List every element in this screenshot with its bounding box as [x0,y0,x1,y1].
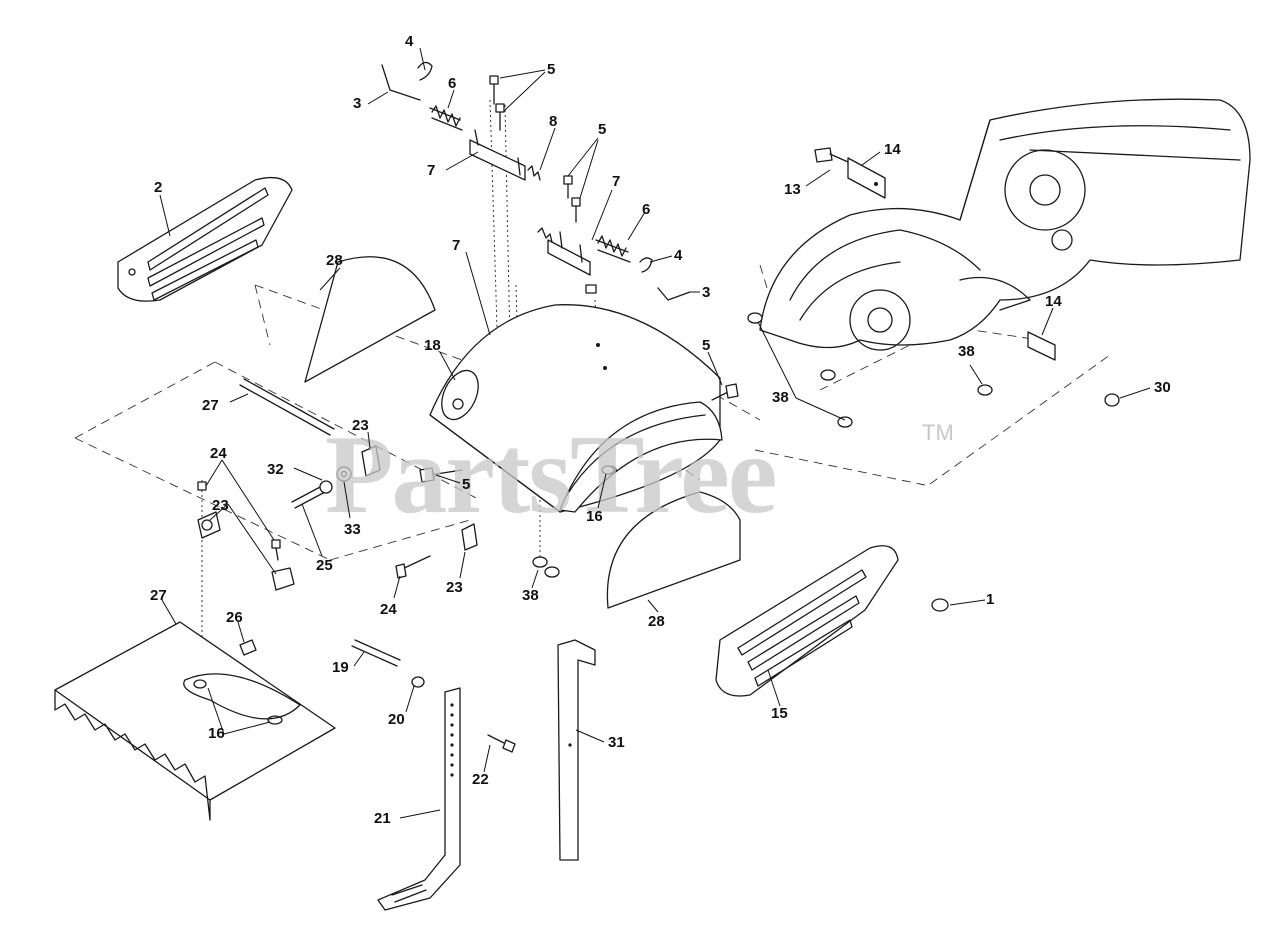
callout-38: 38 [522,587,539,604]
part-6-spring-upper [429,105,463,131]
part-21-depth-bar [377,687,461,911]
callout-15: 15 [771,705,788,722]
part-8-spring-lower [537,227,553,243]
callout-32: 32 [267,461,284,478]
watermark-text: PartsTree [325,413,776,537]
callout-29: 28 [326,252,343,269]
part-23-bracket-2 [197,511,221,539]
part-4-clip-lower [639,257,653,273]
callout-1: 1 [986,591,994,608]
part-15-step-plate [715,545,899,697]
tiller-transmission-housing [759,98,1251,351]
callout-24: 24 [380,601,397,618]
part-18-cap [452,398,464,410]
callout-8: 8 [549,113,557,130]
callout-7: 7 [612,173,620,190]
callout-21: 21 [374,810,391,827]
callout-33: 33 [344,521,361,538]
part-29-side-shield-left [304,256,436,383]
part-3-rod-upper [381,64,421,101]
callout-14: 14 [884,141,901,158]
part-7-bracket-upper [469,129,526,181]
part-28-rod [239,378,335,436]
callout-9: 7 [452,237,460,254]
callout-26: 26 [226,609,243,626]
part-22-bolt [487,734,516,753]
callout-18: 18 [424,337,441,354]
callout-7: 7 [427,162,435,179]
callout-labels: 4 3 5 6 8 5 7 2 7 6 4 3 7 28 5 18 27 23 … [150,33,1171,827]
part-16-bushing [601,465,615,475]
part-38-nuts [532,312,993,578]
part-14-bracket-lower [1027,331,1056,361]
callout-4: 4 [674,247,683,264]
callout-16: 16 [586,508,603,525]
part-24-bolt-1 [197,481,207,491]
part-27-drag-shield [54,621,336,821]
part-5-bolts [419,75,739,483]
part-4-clip-upper [417,61,433,81]
watermark: PartsTree TM [325,413,954,537]
part-24-bolt-3 [395,555,431,579]
part-32-nut [319,480,333,494]
callout-19: 19 [332,659,349,676]
callout-27: 27 [150,587,167,604]
callout-31: 31 [608,734,625,751]
part-25-pin [291,485,326,509]
callout-5: 5 [702,337,710,354]
watermark-trademark: TM [922,420,954,445]
callout-22: 22 [472,771,489,788]
callout-23: 23 [212,497,229,514]
part-20-nut [411,676,425,688]
callout-5: 5 [547,61,555,78]
part-31-bar [557,639,596,861]
part-8-spring-upper [527,165,541,181]
part-19-pin [351,639,401,667]
part-13-bolt [814,147,849,163]
callout-4: 4 [405,33,414,50]
part-26-pin [239,639,257,656]
callout-30: 30 [1154,379,1171,396]
part-33-washer [336,466,352,482]
part-14-bracket-upper [847,157,886,199]
part-7-bracket-lower [547,231,591,276]
part-23-bracket-3 [461,523,478,551]
part-23-bracket-4 [271,567,295,591]
callout-6: 6 [642,201,650,218]
callout-25: 25 [316,557,333,574]
callout-3: 3 [353,95,361,112]
part-30-nut [1104,393,1120,407]
callout-5: 5 [462,476,470,493]
callout-2: 2 [154,179,162,196]
part-3-rod-lower [657,287,691,301]
part-23-bracket-1 [361,445,381,477]
callout-6: 6 [448,75,456,92]
part-1-nut [931,598,949,612]
callout-leaders [159,47,1151,819]
callout-28: 27 [202,397,219,414]
callout-29: 28 [648,613,665,630]
part-2-step-plate [117,176,293,302]
callout-16: 16 [208,725,225,742]
part-6-spring-lower [595,235,631,263]
part-9-tine-hood [429,304,721,513]
callout-38: 38 [958,343,975,360]
callout-13: 13 [784,181,801,198]
callout-20: 20 [388,711,405,728]
callout-23: 23 [446,579,463,596]
part-24-bolt-2 [271,539,281,561]
callout-23: 23 [352,417,369,434]
callout-38: 38 [772,389,789,406]
part-29-side-shield-right [606,491,741,609]
callout-14: 14 [1045,293,1062,310]
callout-24: 24 [210,445,227,462]
callout-5: 5 [598,121,606,138]
callout-3: 3 [702,284,710,301]
